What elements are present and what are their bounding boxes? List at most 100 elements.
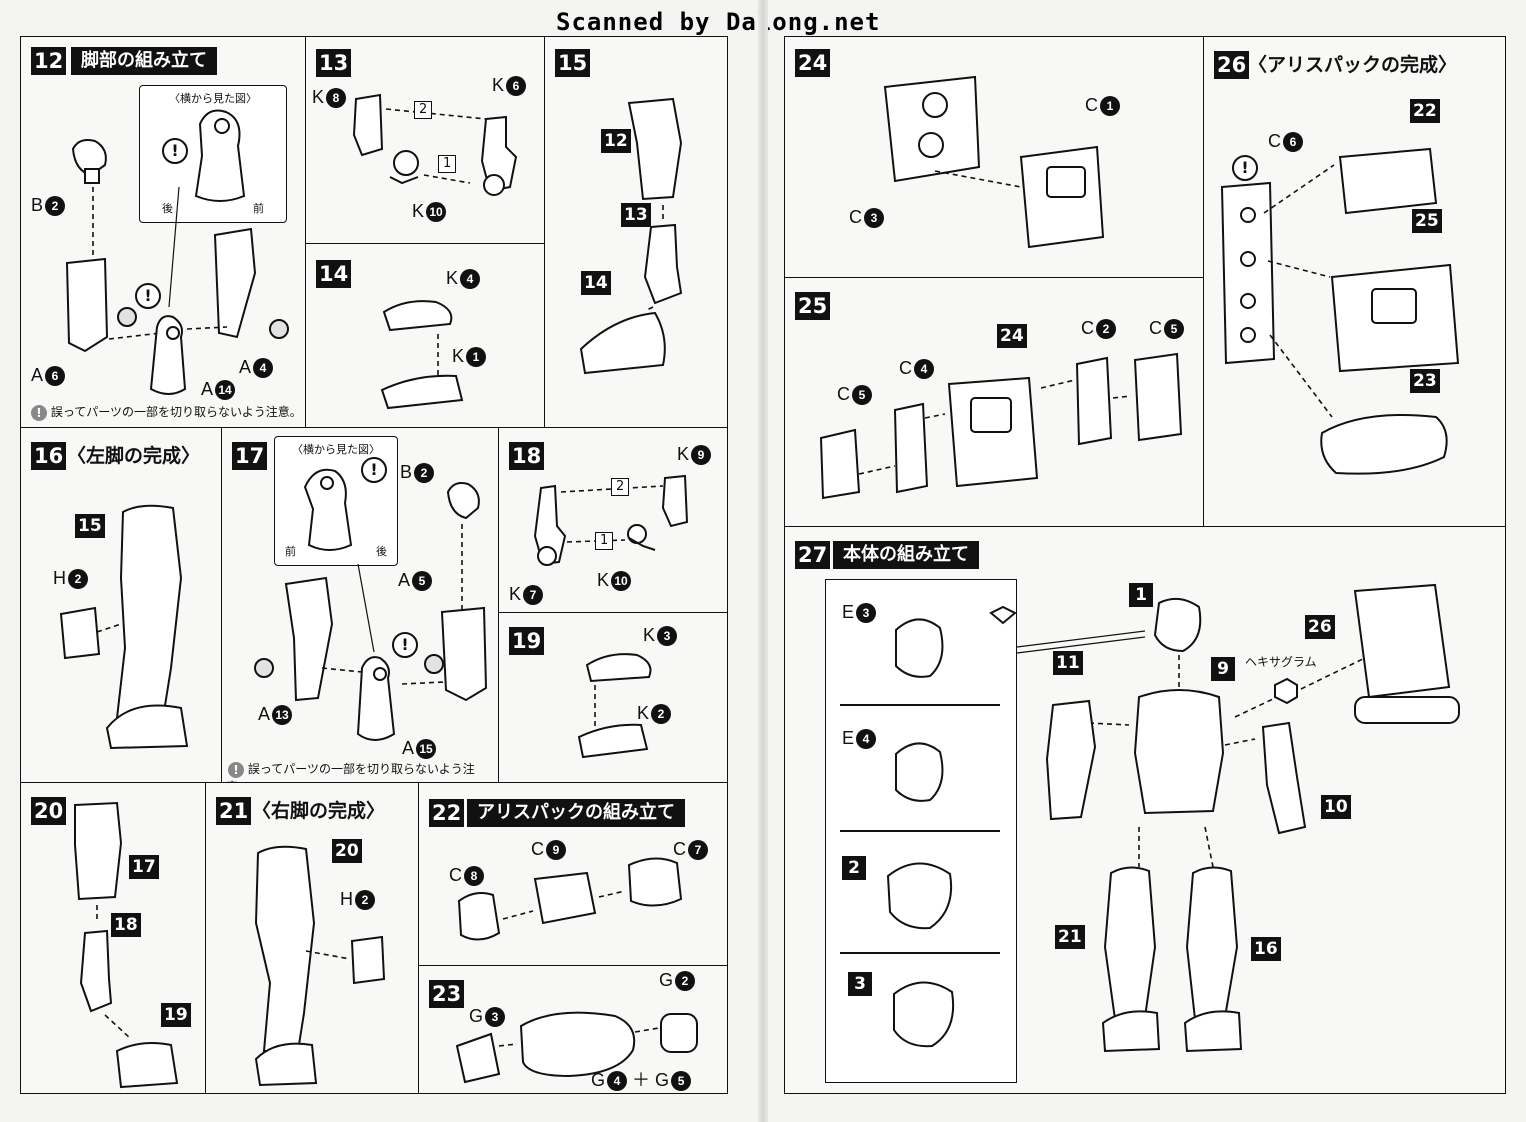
caution-icon: ! (1232, 155, 1258, 181)
inset-divider (840, 952, 1000, 954)
inset-divider (840, 704, 1000, 706)
side-view-inset: 〈横から見た図〉 後 前 ! (139, 85, 287, 223)
step-17-drawing (254, 482, 488, 741)
step-number: 22 (429, 799, 465, 827)
step-24-drawing (883, 75, 1105, 249)
step-12-drawing (65, 139, 289, 395)
step-15-drawing (579, 97, 683, 375)
step-title: 〈右脚の完成〉 (252, 800, 386, 822)
ref-2: 2 (842, 856, 866, 880)
step-number: 17 (232, 442, 268, 470)
ref-18: 18 (111, 913, 141, 937)
step-title: 本体の組み立て (833, 541, 979, 569)
step-number: 16 (31, 442, 67, 470)
ref-1: 1 (1129, 583, 1153, 607)
step-25-drawing (819, 352, 1183, 500)
step-22-drawing (457, 857, 683, 941)
step-27-drawing (989, 583, 1460, 1053)
order-1: 1 (438, 155, 457, 173)
step-number: 15 (555, 49, 591, 77)
rear-label: 後 (376, 545, 387, 558)
caution-icon: ! (361, 457, 387, 483)
ref-24: 24 (997, 324, 1027, 348)
head-options-drawing (886, 618, 955, 1048)
ref-13: 13 (621, 203, 651, 227)
step-16-drawing (59, 504, 189, 750)
step-15-panel: 15 12 13 14 (544, 36, 728, 428)
side-view-caption: 〈横から見た図〉 (169, 92, 257, 105)
step-number: 25 (795, 292, 831, 320)
caution-icon: ! (135, 283, 161, 309)
ref-15: 15 (75, 514, 105, 538)
ref-20: 20 (332, 839, 362, 863)
ref-12: 12 (601, 129, 631, 153)
step-number: 12 (31, 47, 67, 75)
ref-11: 11 (1053, 651, 1083, 675)
step-number: 24 (795, 49, 831, 77)
step-title: 〈アリスパックの完成〉 (1248, 54, 1458, 76)
caution-icon: ! (162, 138, 188, 164)
step-number: 26 (1214, 51, 1250, 79)
step-23-drawing (455, 1011, 698, 1084)
caution-icon: ! (392, 632, 418, 658)
step-number: 18 (509, 442, 545, 470)
step-title: アリスパックの組み立て (467, 799, 685, 827)
step-number: 27 (795, 541, 831, 569)
ref-25: 25 (1412, 209, 1442, 233)
ref-3: 3 (848, 972, 872, 996)
front-label: 前 (285, 545, 296, 558)
step-number: 13 (316, 49, 352, 77)
ref-9: 9 (1211, 657, 1235, 681)
ref-14: 14 (581, 271, 611, 295)
leg-side-drawing (194, 109, 246, 202)
step-number: 21 (216, 797, 252, 825)
leg-side-drawing (303, 468, 353, 551)
side-view-caption: 〈横から見た図〉 (292, 443, 380, 456)
order-1: 1 (595, 532, 614, 550)
step-14-drawing (380, 300, 464, 410)
caution-note: ! 誤ってパーツの一部を切り取らないよう注意。 (29, 403, 302, 421)
watermark: Scanned by Dalong.net (556, 8, 881, 36)
step-20-drawing (74, 801, 179, 1089)
step-number: 19 (509, 627, 545, 655)
order-2: 2 (414, 101, 433, 119)
ref-16: 16 (1251, 937, 1281, 961)
step-number: 20 (31, 797, 67, 825)
